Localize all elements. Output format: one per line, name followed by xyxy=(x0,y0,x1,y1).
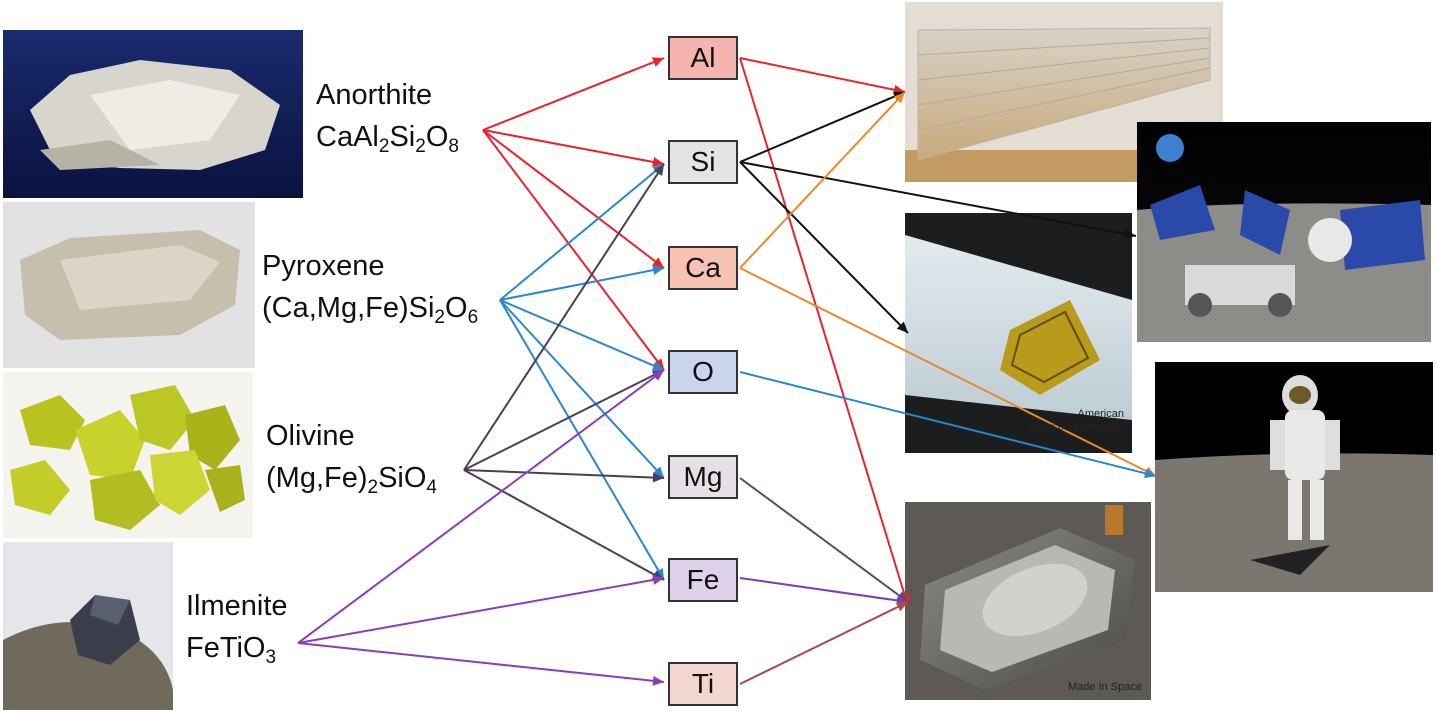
element-box-al: Al xyxy=(668,36,738,80)
arrow-head-9 xyxy=(653,164,664,176)
arrow-line-5 xyxy=(499,267,665,301)
arrow-line-2 xyxy=(482,129,665,269)
credit-semiconductor-line-1: American xyxy=(1077,408,1124,420)
arrow-line-1 xyxy=(482,129,665,165)
mineral-name-olivine: Olivine xyxy=(266,420,355,452)
credit-semiconductor: American Semiconductor, Inc. xyxy=(1020,408,1124,434)
arrow-head-6 xyxy=(651,361,664,371)
arrow-head-15 xyxy=(652,675,664,686)
arrow-head-3 xyxy=(653,358,664,370)
arrow-line-20 xyxy=(739,161,909,334)
arrow-line-13 xyxy=(297,369,665,644)
arrow-line-6 xyxy=(499,299,665,371)
arrow-head-2 xyxy=(652,257,664,268)
arrow-head-7 xyxy=(652,466,664,478)
arrow-line-23 xyxy=(739,371,1157,477)
mineral-name-anorthite: Anorthite xyxy=(316,79,433,111)
element-box-ti: Ti xyxy=(668,662,738,706)
arrow-head-23 xyxy=(1144,468,1156,479)
olivine-photo xyxy=(3,372,253,538)
element-box-o: O xyxy=(668,350,738,394)
arrow-head-0 xyxy=(651,57,664,67)
arrow-line-22 xyxy=(739,267,1157,477)
arrow-head-14 xyxy=(652,575,664,585)
arrow-head-20 xyxy=(896,321,908,333)
mineral-formula-ilmenite: FeTiO3 xyxy=(186,632,277,668)
pyroxene-photo xyxy=(3,202,255,368)
arrow-line-11 xyxy=(463,469,665,479)
arrow-line-7 xyxy=(499,299,665,479)
arrow-line-4 xyxy=(499,163,665,301)
arrow-line-9 xyxy=(463,163,665,471)
element-box-ca: Ca xyxy=(668,246,738,290)
anorthite-photo xyxy=(3,30,303,198)
arrow-head-21 xyxy=(893,92,905,104)
arrow-line-10 xyxy=(463,369,665,471)
arrow-line-8 xyxy=(499,299,665,581)
arrow-head-1 xyxy=(652,157,664,167)
arrow-head-11 xyxy=(652,472,664,483)
element-box-mg: Mg xyxy=(668,455,738,499)
arrow-line-15 xyxy=(297,642,665,683)
arrow-line-18 xyxy=(739,91,906,163)
arrow-line-14 xyxy=(297,577,665,644)
astronaut-photo xyxy=(1155,362,1433,592)
mineral-name-ilmenite: Ilmenite xyxy=(186,590,288,622)
arrow-line-24 xyxy=(739,477,909,603)
arrow-line-17 xyxy=(739,57,909,607)
arrow-head-5 xyxy=(652,265,664,276)
credit-made-in-space: Made In Space xyxy=(1068,681,1142,693)
ilmenite-photo xyxy=(3,542,173,710)
mineral-formula-pyroxene: (Ca,Mg,Fe)Si2O6 xyxy=(262,292,479,328)
arrow-line-25 xyxy=(739,577,909,603)
arrow-head-26 xyxy=(895,602,908,612)
arrow-line-19 xyxy=(739,161,1137,237)
element-box-fe: Fe xyxy=(668,558,738,602)
made-in-space-photo xyxy=(905,502,1151,700)
element-box-si: Si xyxy=(668,140,738,184)
arrow-head-19 xyxy=(1124,229,1136,239)
mineral-formula-olivine: (Mg,Fe)2SiO4 xyxy=(266,462,437,498)
arrow-line-26 xyxy=(739,601,909,685)
credit-semiconductor-line-2: Semiconductor, Inc. xyxy=(1027,421,1124,433)
mineral-name-pyroxene: Pyroxene xyxy=(262,250,385,282)
arrow-line-16 xyxy=(739,57,906,93)
arrow-line-3 xyxy=(482,129,665,371)
arrow-line-12 xyxy=(463,469,665,581)
arrow-line-21 xyxy=(739,91,906,269)
connection-arrows xyxy=(297,57,1157,686)
semiconductor-photo xyxy=(905,213,1132,453)
arrow-line-0 xyxy=(482,57,665,131)
moon-base-photo xyxy=(1137,122,1431,342)
arrow-head-13 xyxy=(652,370,664,381)
mineral-formula-anorthite: CaAl2Si2O8 xyxy=(316,121,459,157)
